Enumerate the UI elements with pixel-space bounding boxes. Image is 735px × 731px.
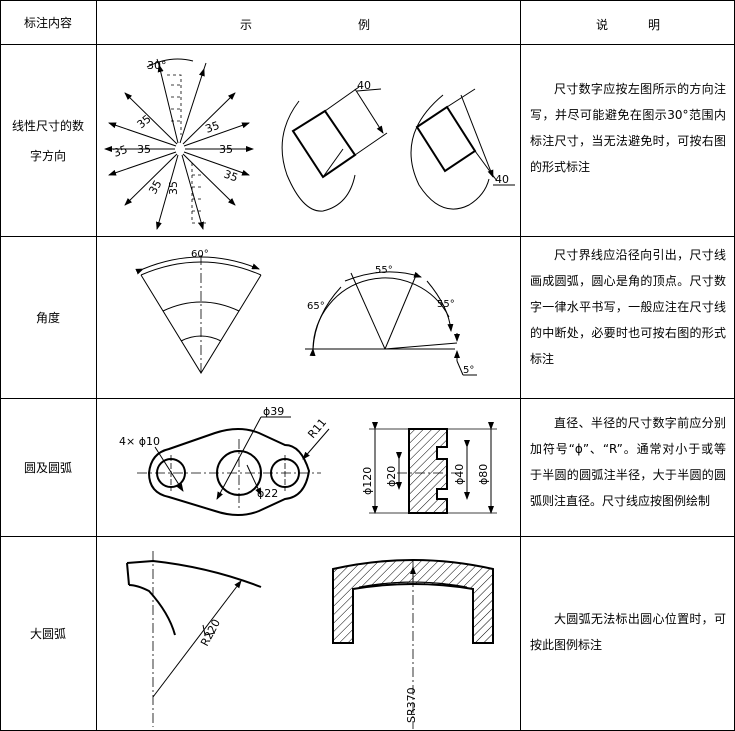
label-35-b: 35 (137, 143, 151, 156)
label-35-c: 35 (219, 143, 233, 156)
label-40-left: 40 (357, 79, 371, 92)
label-5deg: 5° (463, 365, 474, 376)
label-35-h: 35 (167, 181, 180, 195)
cap-section (332, 559, 494, 729)
label-30deg: 30° (147, 59, 167, 72)
label-35-e: 35 (204, 119, 222, 136)
description-linear: 尺寸数字应按左图所示的方向注写，并尽可能避免在图示30°范围内标注尺寸，当无法避… (530, 82, 726, 174)
forbidden-zone-hatch (167, 74, 206, 224)
large-arc-figures: R220 SR370 (126, 551, 494, 729)
header-col-note-2: 明 (648, 18, 661, 32)
description-circle: 直径、半径的尺寸数字前应分别加符号“ϕ”、“R”。通常对小于或等于半圆的圆弧注半… (530, 416, 726, 508)
label-phi39: ϕ39 (263, 405, 284, 418)
label-phi120: ϕ120 (361, 467, 374, 495)
header-col-content: 标注内容 (23, 15, 72, 30)
category-linear: 线性尺寸的数字方向 (11, 118, 84, 163)
header-col-example-2: 例 (358, 18, 371, 32)
label-35-a: 35 (112, 143, 130, 160)
label-35-d: 35 (135, 112, 154, 131)
angle-figures: 60° 55° 55° 65° 5° (135, 249, 477, 376)
category-circle: 圆及圆弧 (23, 460, 72, 475)
category-angle: 角度 (35, 310, 60, 325)
description-large-arc: 大圆弧无法标出圆心位置时，可按此图例标注 (530, 612, 726, 652)
category-large-arc: 大圆弧 (29, 626, 66, 641)
label-65deg: 65° (307, 301, 325, 312)
arc-profile (126, 551, 262, 727)
plate-three-holes (137, 416, 330, 516)
label-35-f: 35 (222, 168, 240, 185)
label-phi20: ϕ20 (385, 466, 398, 487)
label-40-right: 40 (495, 173, 509, 186)
label-4x-phi10: 4× ϕ10 (119, 435, 160, 448)
header-col-note-1: 说 (596, 18, 609, 32)
label-60deg: 60° (191, 249, 209, 260)
label-phi22: ϕ22 (257, 487, 278, 500)
label-35-g: 35 (146, 178, 164, 197)
circle-figures: 4× ϕ10 ϕ39 R11 ϕ22 ϕ120 ϕ20 ϕ40 ϕ80 (119, 405, 497, 516)
block-left (281, 86, 388, 212)
label-55deg-top: 55° (375, 265, 393, 276)
flange-section (369, 422, 497, 514)
semicircle-angles (305, 271, 477, 376)
label-phi80: ϕ80 (477, 464, 490, 485)
radial-arrows (104, 58, 254, 230)
label-r11: R11 (305, 416, 329, 441)
header-col-example-1: 示 (240, 18, 253, 32)
label-55deg-right: 55° (437, 299, 455, 310)
linear-dimension-figures: 30° 35 35 35 35 35 35 35 35 40 40 (104, 58, 515, 230)
label-sr370: SR370 (405, 687, 418, 723)
block-right (410, 88, 515, 210)
label-phi40: ϕ40 (453, 464, 466, 485)
description-angle: 尺寸界线应沿径向引出，尺寸线画成圆弧，圆心是角的顶点。尺寸数字一律水平书写，一般… (530, 248, 726, 366)
sector-60 (135, 255, 262, 374)
